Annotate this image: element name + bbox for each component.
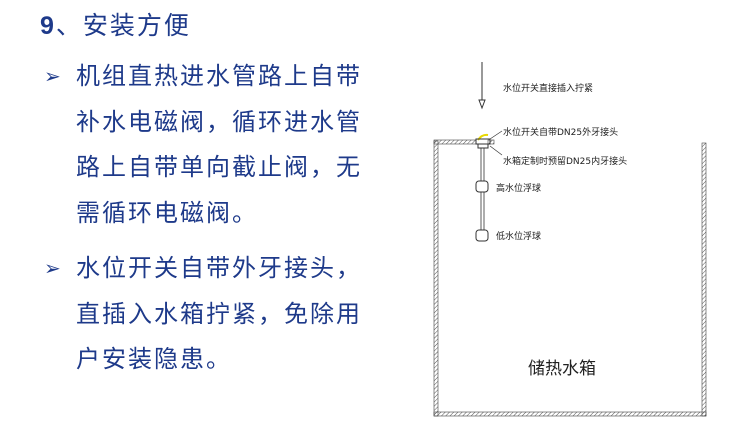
tank-left-wall: [433, 140, 439, 417]
label-insert: 水位开关直接插入拧紧: [503, 82, 593, 94]
tank-top-wall: [433, 139, 477, 145]
high-float-icon: [475, 180, 489, 193]
label-female-connector: 水箱定制时预留DN25内牙接头: [503, 155, 627, 167]
section-heading: 9、安装方便: [40, 11, 191, 40]
arrow-bullet-icon: ➢: [44, 256, 63, 280]
tank-bottom-wall: [433, 411, 707, 417]
bullet-item-2: ➢ 水位开关自带外牙接头， 直插入水箱拧紧，免除用 户安装隐患。: [44, 246, 384, 383]
arrow-bullet-icon: ➢: [44, 64, 63, 88]
label-male-connector: 水位开关自带DN25外牙接头: [503, 126, 618, 138]
float-rod: [480, 147, 485, 239]
low-float-icon: [475, 229, 489, 242]
insert-arrow-icon: [478, 99, 486, 110]
tank-right-wall: [701, 142, 707, 417]
bullet-item-1: ➢ 机组直热进水管路上自带 补水电磁阀，循环进水管 路上自带单向截止阀，无 需循…: [44, 54, 384, 236]
label-high-float: 高水位浮球: [496, 182, 541, 194]
label-tank: 储热水箱: [528, 359, 596, 379]
label-low-float: 低水位浮球: [496, 230, 541, 242]
